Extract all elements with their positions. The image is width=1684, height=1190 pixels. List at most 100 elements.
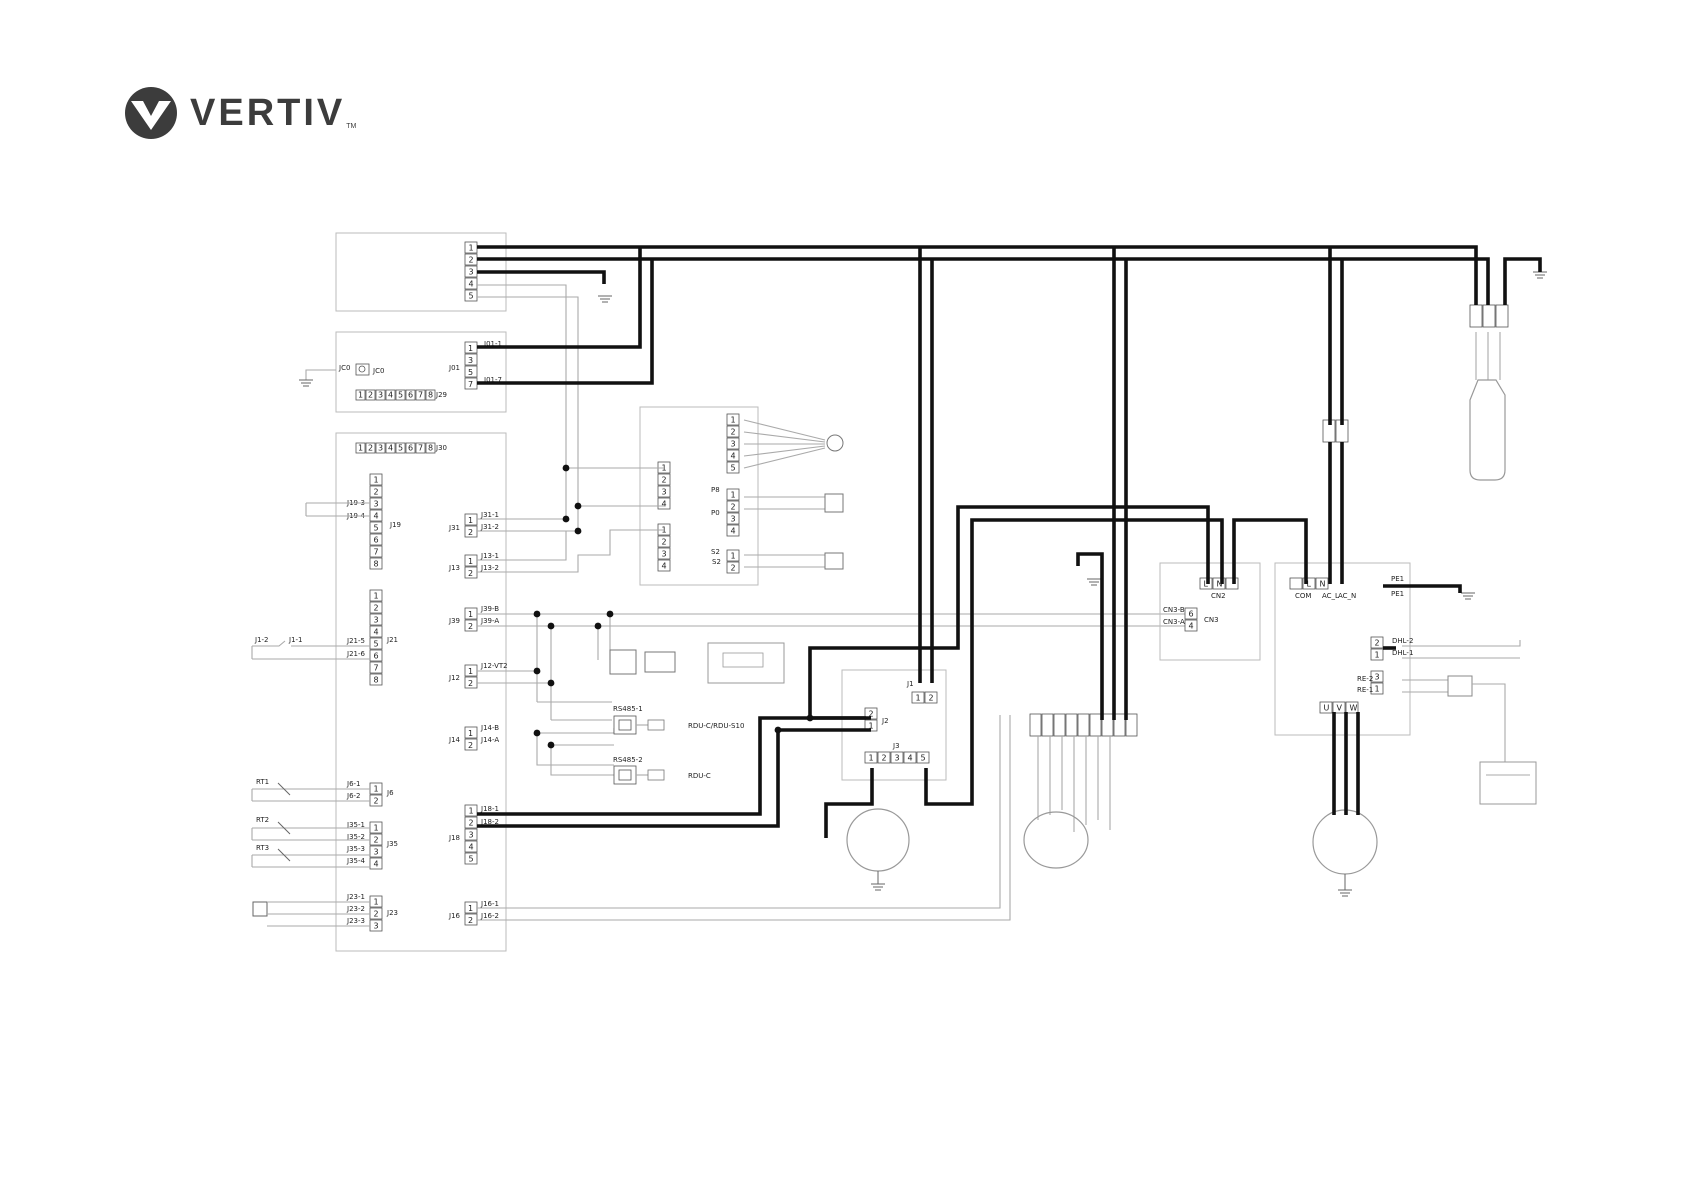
terminal-pin-number: 1 bbox=[731, 552, 736, 561]
svg-text:PE1: PE1 bbox=[1391, 590, 1404, 598]
rj45-jack-icon bbox=[644, 651, 676, 673]
terminal-pin-number: 3 bbox=[731, 515, 736, 524]
terminal-pin-number: 5 bbox=[398, 391, 403, 400]
svg-text:J18-2: J18-2 bbox=[480, 818, 499, 826]
terminal-pin bbox=[369, 589, 383, 602]
power-wiring bbox=[477, 245, 1542, 838]
terminal-pin bbox=[369, 845, 383, 858]
terminal-pin bbox=[1319, 701, 1333, 714]
svg-text:1: 1 bbox=[468, 667, 473, 676]
svg-text:J29: J29 bbox=[435, 391, 447, 399]
svg-text:CN2: CN2 bbox=[1211, 592, 1226, 600]
terminal-pin-number: 4 bbox=[374, 860, 379, 869]
svg-text:RS485-2: RS485-2 bbox=[613, 756, 643, 764]
svg-text:J14-B: J14-B bbox=[480, 724, 499, 732]
secondary-breaker bbox=[1322, 419, 1349, 443]
svg-text:COM: COM bbox=[1295, 592, 1311, 600]
svg-text:J19: J19 bbox=[389, 521, 401, 529]
terminal-pin bbox=[1315, 577, 1329, 590]
dhl-connector: 21 bbox=[1370, 636, 1384, 661]
terminal-pin-number: 3 bbox=[378, 444, 383, 453]
terminal-pin-number: 3 bbox=[374, 922, 379, 931]
main-controller-box bbox=[335, 432, 507, 952]
terminal-pin-number: 3 bbox=[374, 616, 379, 625]
terminal-pin bbox=[369, 857, 383, 870]
terminal-pin-number: 2 bbox=[731, 503, 736, 512]
svg-text:J13-1: J13-1 bbox=[480, 552, 499, 560]
terminal-pin bbox=[1225, 577, 1239, 590]
terminal-pin bbox=[657, 547, 671, 560]
terminal-pin bbox=[369, 649, 383, 662]
terminal-pin-number: 1 bbox=[731, 491, 736, 500]
compressor-terminal-strip bbox=[1029, 713, 1138, 737]
terminal-pin bbox=[415, 389, 426, 401]
terminal-pin bbox=[916, 751, 930, 764]
terminal-pin-number: 1 bbox=[374, 898, 379, 907]
svg-text:J39-A: J39-A bbox=[480, 617, 499, 625]
svg-text:J31: J31 bbox=[448, 524, 460, 532]
terminal-pin bbox=[726, 437, 740, 450]
svg-text:PE1: PE1 bbox=[1391, 575, 1404, 583]
terminal-pin bbox=[657, 473, 671, 486]
terminal-pin bbox=[911, 691, 925, 704]
terminal-pin bbox=[385, 442, 396, 454]
terminal-pin-number: W bbox=[1350, 704, 1358, 713]
terminal-pin-number: 1 bbox=[662, 526, 667, 535]
terminal-pin-number: 7 bbox=[418, 391, 423, 400]
s2-connector: 12 bbox=[726, 549, 740, 574]
terminal-pin bbox=[1041, 713, 1054, 737]
fan-motor-icon bbox=[846, 808, 910, 872]
terminal-pin bbox=[464, 816, 478, 829]
terminal-pin bbox=[425, 389, 436, 401]
terminal-pin-number: 6 bbox=[1189, 610, 1194, 619]
svg-text:P0: P0 bbox=[711, 509, 720, 517]
svg-text:J35-1: J35-1 bbox=[346, 821, 365, 829]
terminal-pin-number: L bbox=[1204, 580, 1209, 589]
terminal-pin-number: 3 bbox=[469, 831, 474, 840]
terminal-pin bbox=[369, 625, 383, 638]
terminal-pin-number: 1 bbox=[374, 785, 379, 794]
svg-text:1: 1 bbox=[468, 516, 473, 525]
terminal-pin-number: 1 bbox=[358, 444, 363, 453]
svg-text:J18-1: J18-1 bbox=[480, 805, 499, 813]
brand-tm: TM bbox=[346, 123, 357, 130]
terminal-pin-number: 8 bbox=[428, 391, 433, 400]
svg-text:S2: S2 bbox=[712, 558, 721, 566]
terminal-pin-number: 4 bbox=[388, 444, 393, 453]
terminal-pin-number: 2 bbox=[869, 710, 874, 719]
terminal-pin bbox=[395, 389, 406, 401]
terminal-pin-number: 4 bbox=[662, 562, 667, 571]
svg-text:J16: J16 bbox=[448, 912, 461, 920]
terminal-pin bbox=[726, 549, 740, 562]
svg-text:2: 2 bbox=[468, 679, 473, 688]
terminal-pin bbox=[1113, 713, 1126, 737]
terminal-pin bbox=[369, 485, 383, 498]
svg-text:J6-2: J6-2 bbox=[346, 792, 361, 800]
terminal-pin-number: 1 bbox=[469, 807, 474, 816]
terminal-pin bbox=[369, 557, 383, 570]
svg-text:J13: J13 bbox=[448, 564, 460, 572]
svg-text:J31-1: J31-1 bbox=[480, 511, 499, 519]
svg-text:P8: P8 bbox=[711, 486, 720, 494]
terminal-pin bbox=[924, 691, 938, 704]
terminal-pin bbox=[657, 559, 671, 572]
terminal-pin bbox=[864, 751, 878, 764]
terminal-pin-number: 8 bbox=[374, 560, 379, 569]
svg-text:J01: J01 bbox=[448, 364, 460, 372]
valve-module-box bbox=[639, 406, 759, 586]
terminal-pin-number: U bbox=[1324, 704, 1330, 713]
terminal-pin bbox=[1212, 577, 1226, 590]
j01-board-box bbox=[335, 331, 507, 413]
